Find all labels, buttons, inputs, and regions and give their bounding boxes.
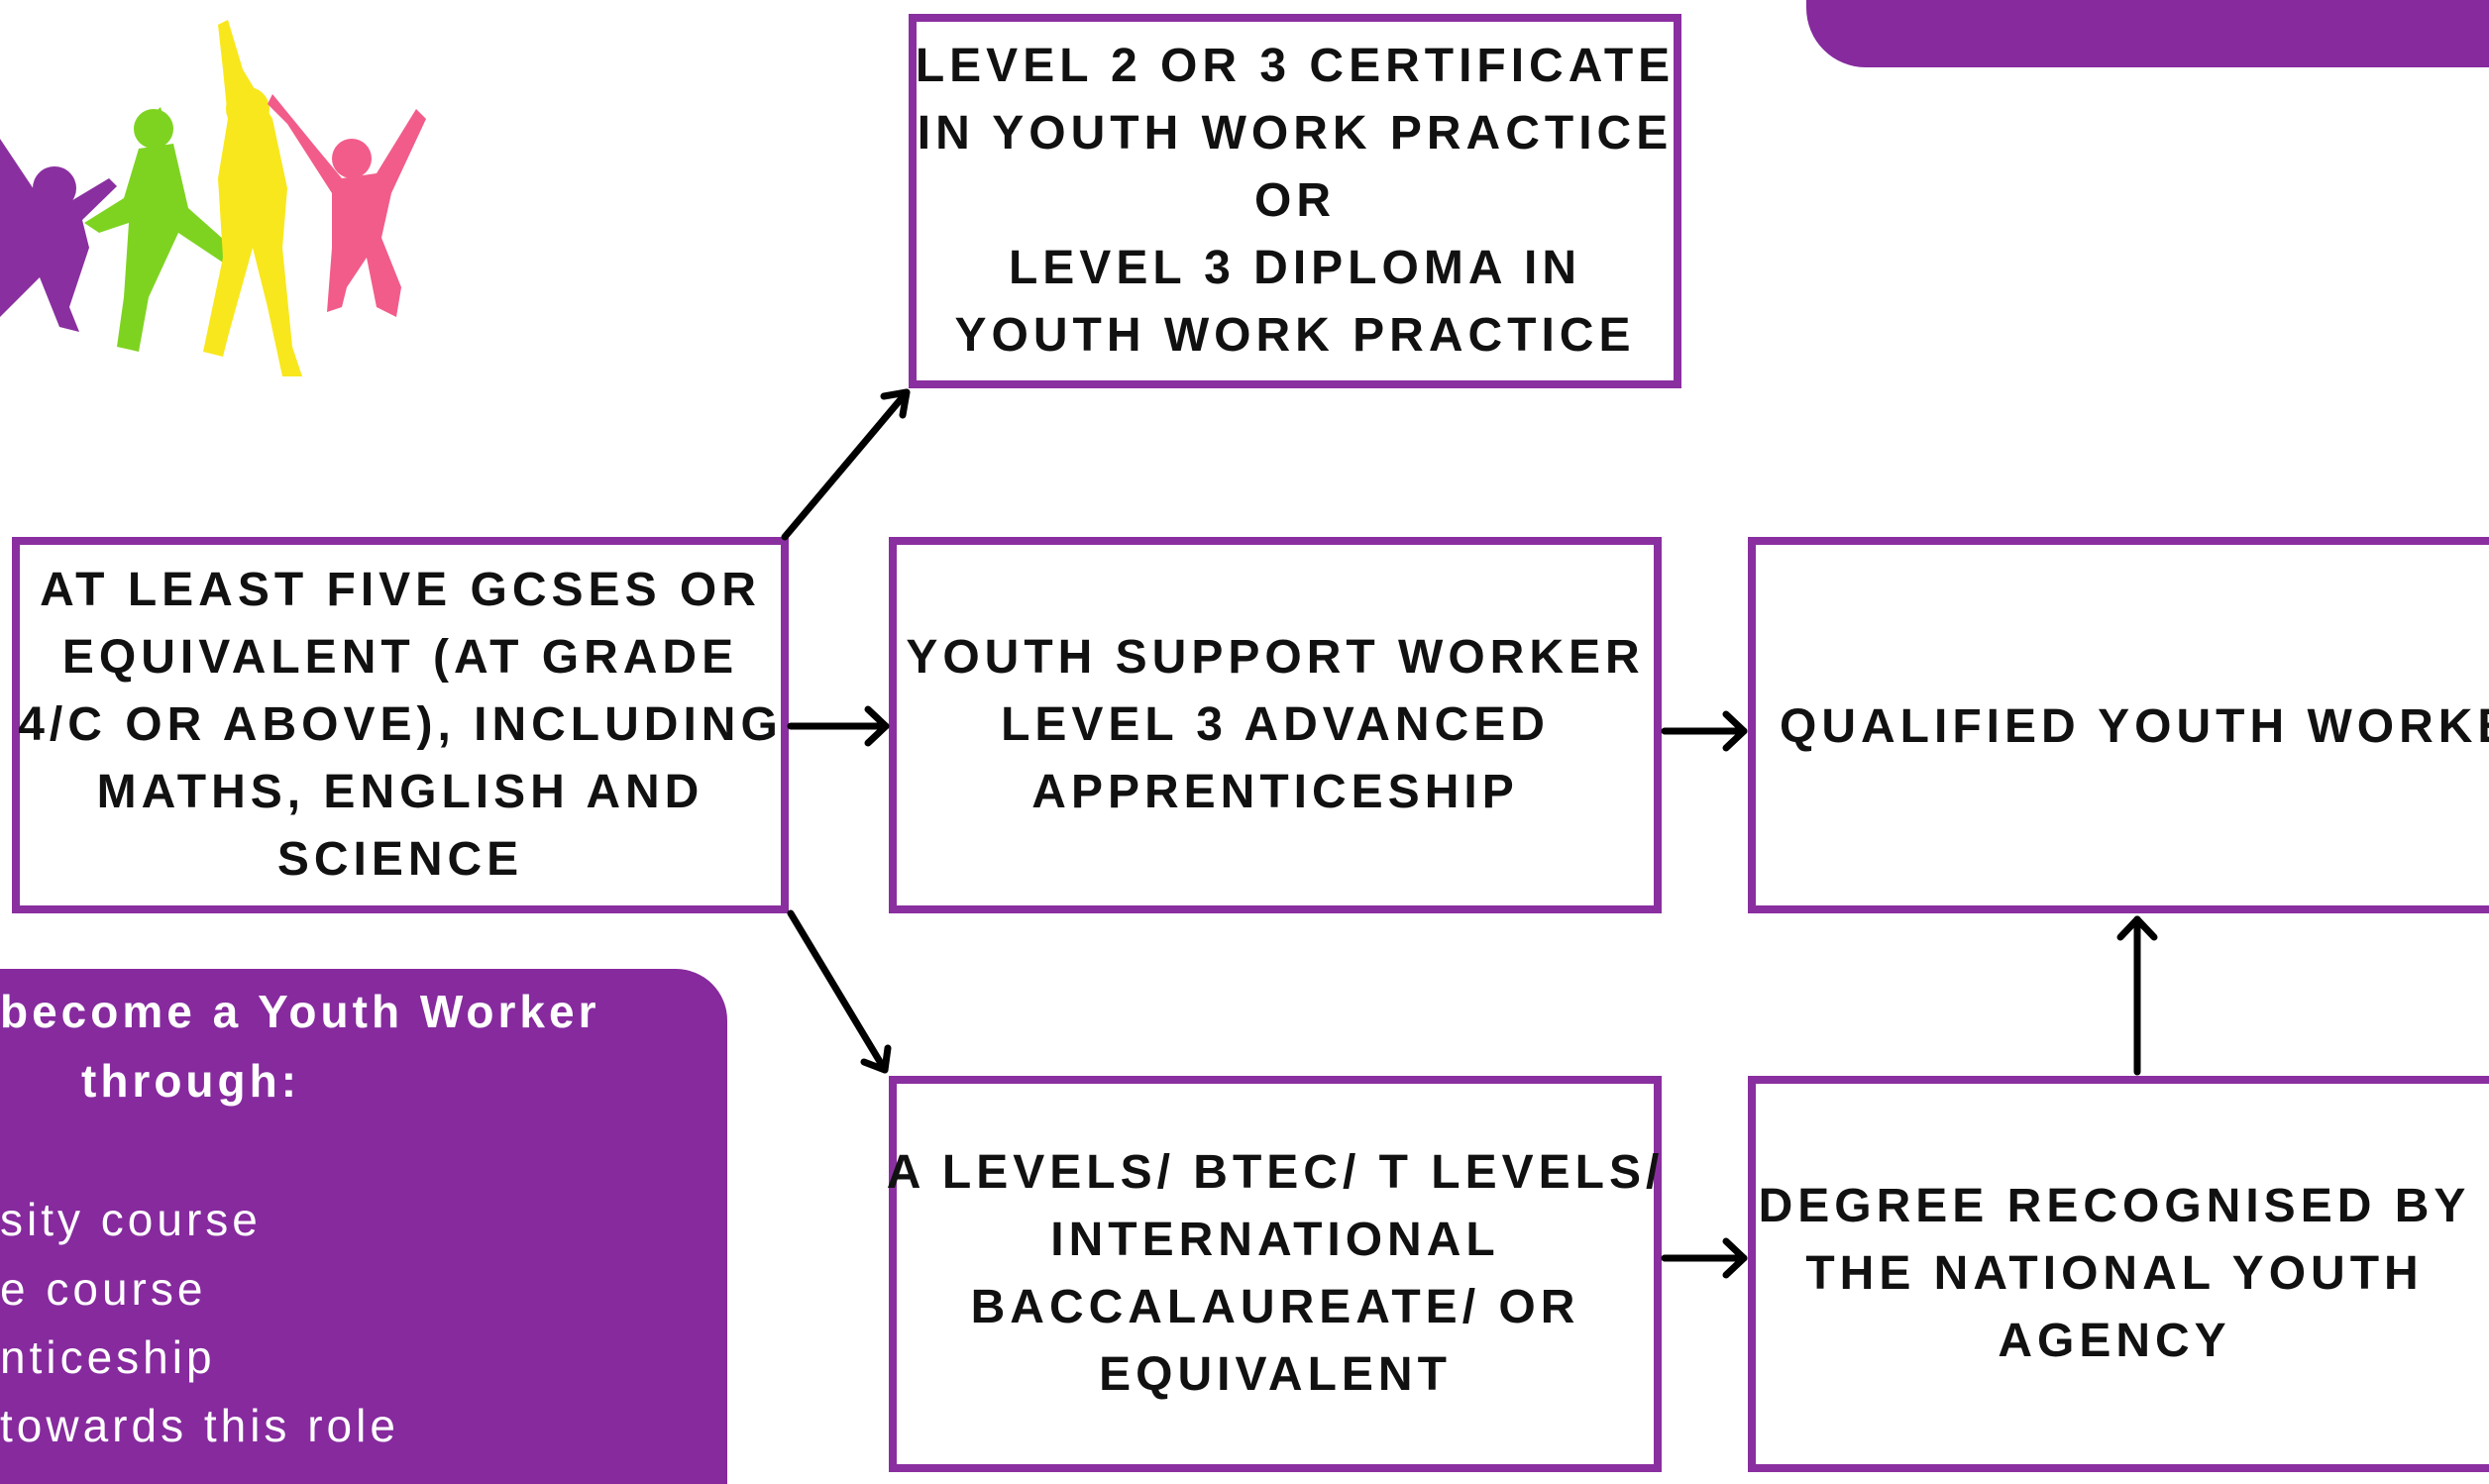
panel-heading-line-1: become a Youth Worker [0,986,600,1037]
jumping-people-illustration [0,20,426,376]
gcse-line: 4/C OR ABOVE), INCLUDING [18,698,783,751]
gcse-line: AT LEAST FIVE GCSES OR [40,564,761,616]
panel-list-item: nticeship [0,1331,216,1383]
panel-list-item: e course [0,1263,207,1315]
alevels-box: A LEVELS/ BTEC/ T LEVELS/ INTERNATIONAL … [886,1076,1665,1472]
alevels-line: BACCALAUREATE/ OR [970,1281,1580,1333]
certificate-box: LEVEL 2 OR 3 CERTIFICATE IN YOUTH WORK P… [909,14,1681,388]
gcse-line: EQUIVALENT (AT GRADE [61,631,739,684]
arrow-icon [1722,1237,1748,1279]
degree-line: DEGREE RECOGNISED BY [1758,1180,2471,1232]
arrow-icon [880,388,911,419]
qualified-youth-worker-box: QUALIFIED YOUTH WORKER [1748,537,2489,913]
arrow-icon [2116,915,2158,941]
arrow-icon [864,705,890,747]
top-right-banner [1806,0,2489,67]
apprenticeship-line: YOUTH SUPPORT WORKER [906,631,1645,684]
panel-list-item: sity course [0,1194,262,1245]
alevels-line: A LEVELS/ BTEC/ T LEVELS/ [886,1146,1665,1199]
arrow-icon [860,1044,892,1074]
degree-line: THE NATIONAL YOUTH [1805,1247,2424,1300]
certificate-line: OR [1254,174,1336,227]
alevels-line: EQUIVALENT [1099,1348,1452,1401]
arrow-icon [1722,710,1748,752]
alevels-line: INTERNATIONAL [1050,1214,1500,1266]
apprenticeship-line: APPRENTICESHIP [1031,766,1519,818]
qualified-line: QUALIFIED YOUTH WORKER [1780,700,2489,753]
certificate-line: YOUTH WORK PRACTICE [954,309,1636,362]
arrow-icon [787,909,889,1074]
apprenticeship-line: LEVEL 3 ADVANCED [1001,698,1550,751]
certificate-line: LEVEL 3 DIPLOMA IN [1008,242,1582,294]
info-panel: become a Youth Worker through: sity cour… [0,969,727,1484]
degree-box: DEGREE RECOGNISED BY THE NATIONAL YOUTH … [1748,1076,2489,1472]
degree-line: AGENCY [1998,1315,2231,1367]
certificate-line: IN YOUTH WORK PRACTICE [917,107,1674,159]
flow-arrows [781,388,2158,1279]
certificate-line: LEVEL 2 OR 3 CERTIFICATE [915,40,1676,92]
arrow-icon [781,388,911,541]
apprenticeship-box: YOUTH SUPPORT WORKER LEVEL 3 ADVANCED AP… [889,537,1662,913]
gcse-box: AT LEAST FIVE GCSES OR EQUIVALENT (AT GR… [12,537,789,913]
gcse-line: MATHS, ENGLISH AND [96,766,704,818]
panel-heading-line-2: through: [81,1055,301,1107]
gcse-line: SCIENCE [276,833,524,886]
